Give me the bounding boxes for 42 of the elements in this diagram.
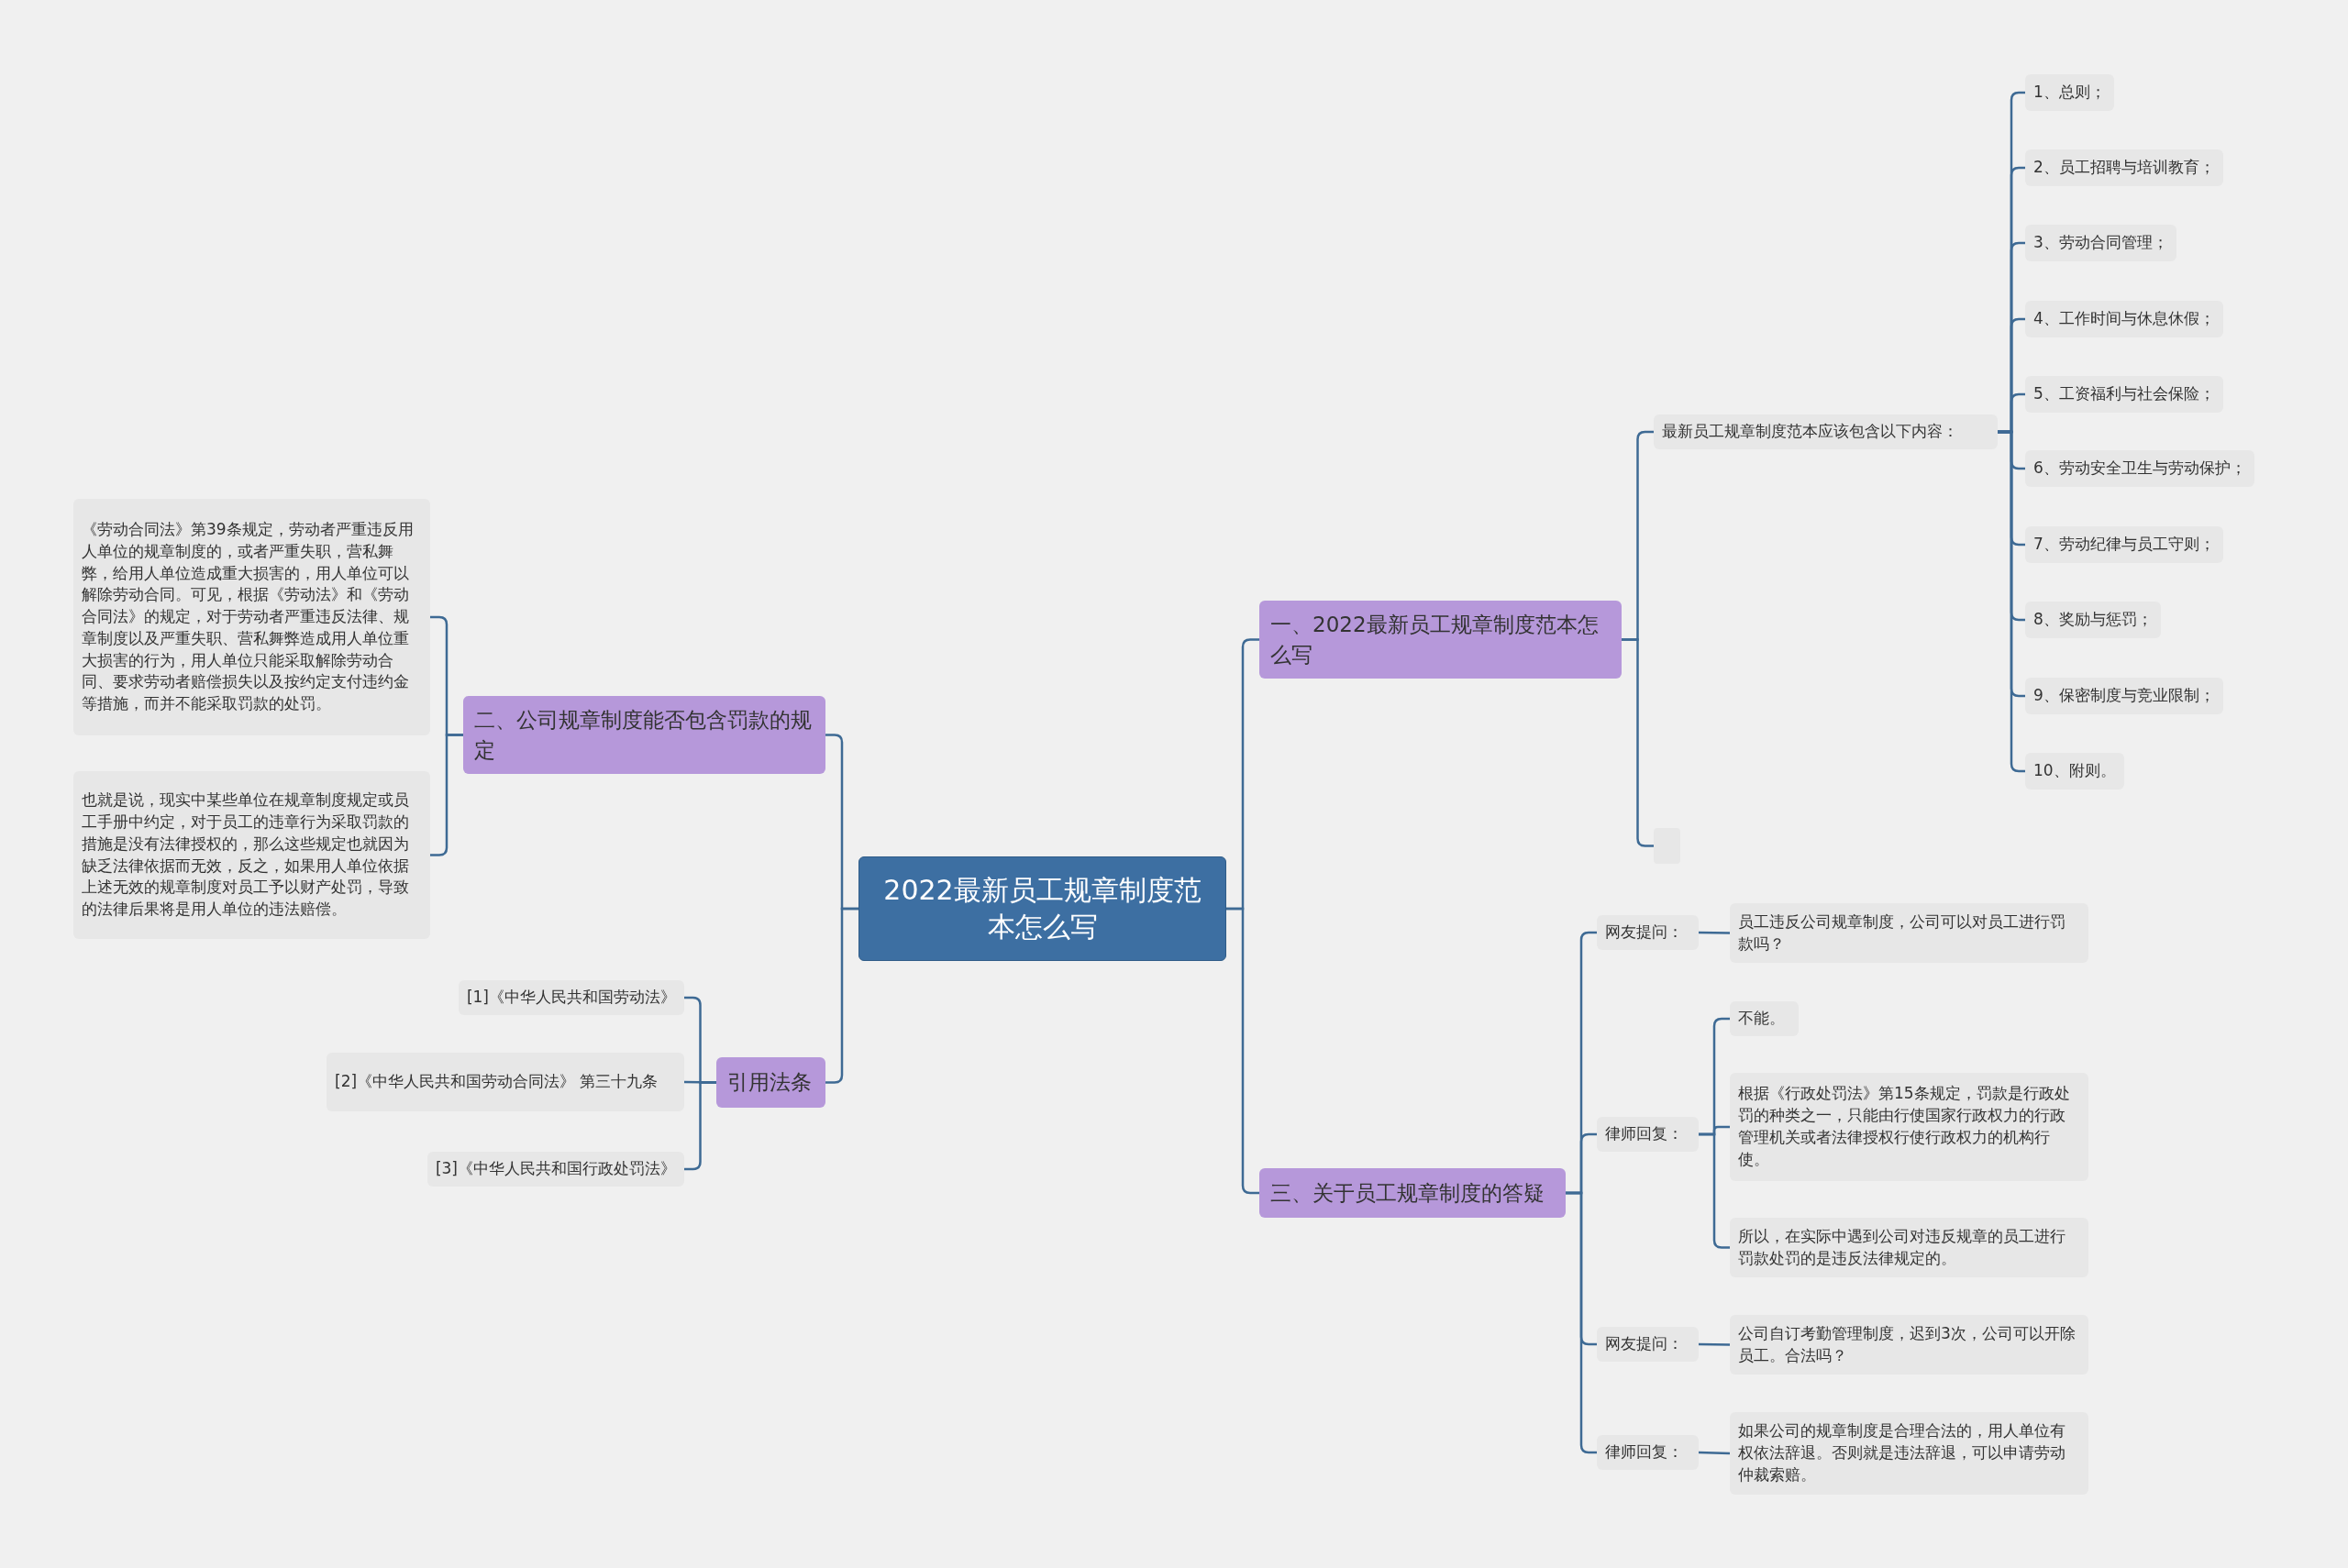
connector-line bbox=[1566, 1191, 1597, 1454]
connector-line bbox=[430, 734, 463, 856]
subtopic: 根据《行政处罚法》第15条规定，罚款是行政处罚的种类之一，只能由行使国家行政权力的行政管理机关或者法律授权行使行政权力的机构行使。 bbox=[1730, 1073, 2088, 1181]
subtopic: 律师回复： bbox=[1597, 1435, 1699, 1470]
subtopic: 如果公司的规章制度是合理合法的，用人单位有权依法辞退。否则就是违法辞退，可以申请劳动仲裁索赔。 bbox=[1730, 1412, 2088, 1495]
subtopic: 员工违反公司规章制度，公司可以对员工进行罚款吗？ bbox=[1730, 903, 2088, 963]
connector-line bbox=[1622, 638, 1654, 847]
branch-topic: 引用法条 bbox=[716, 1057, 825, 1108]
subtopic: 6、劳动安全卫生与劳动保护； bbox=[2025, 450, 2254, 487]
subtopic: [1]《中华人民共和国劳动法》 bbox=[458, 980, 684, 1015]
connector-line bbox=[1698, 1451, 1731, 1455]
subtopic: [3]《中华人民共和国行政处罚法》 bbox=[426, 1152, 684, 1187]
connector-line bbox=[1699, 1132, 1730, 1249]
branch-topic: 三、关于员工规章制度的答疑 bbox=[1259, 1168, 1566, 1218]
branch-topic: 一、2022最新员工规章制度范本怎么写 bbox=[1259, 601, 1622, 679]
connector-line bbox=[825, 907, 858, 1084]
subtopic: 2、员工招聘与培训教育； bbox=[2025, 149, 2223, 186]
connector-line bbox=[1699, 1342, 1730, 1346]
subtopic: 最新员工规章制度范本应该包含以下内容： bbox=[1654, 414, 1998, 449]
subtopic: 网友提问： bbox=[1597, 915, 1699, 950]
subtopic: 律师回复： bbox=[1597, 1117, 1699, 1152]
branch-topic: 二、公司规章制度能否包含罚款的规定 bbox=[463, 696, 825, 774]
empty-subtopic-box bbox=[1654, 828, 1680, 864]
subtopic: 10、附则。 bbox=[2025, 753, 2124, 790]
subtopic: 《劳动合同法》第39条规定，劳动者严重违反用人单位的规章制度的，或者严重失职，营私舞弊，给用人单位造成重大损害的，用人单位可以解除劳动合同。可见，根据《劳动法》和《劳动合同法》的规定，对于劳动者严重违反法律、规章制度以及严重失职、营私舞弊造成用人单位重大损害的行为，用人单位只能采取解除劳动合同、要求劳动者赔偿损失以及按约定支付违约金等措施，而并不能采取罚款的处罚。 bbox=[73, 499, 430, 735]
subtopic: 9、保密制度与竞业限制； bbox=[2025, 678, 2223, 714]
subtopic: 8、奖励与惩罚； bbox=[2025, 602, 2161, 638]
subtopic: 不能。 bbox=[1730, 1001, 1799, 1036]
subtopic: 3、劳动合同管理； bbox=[2025, 225, 2176, 261]
subtopic: 1、总则； bbox=[2025, 74, 2114, 111]
subtopic: 5、工资福利与社会保险； bbox=[2025, 376, 2223, 413]
subtopic: 4、工作时间与休息休假； bbox=[2025, 301, 2223, 337]
subtopic: [2]《中华人民共和国劳动合同法》 第三十九条 bbox=[327, 1053, 684, 1111]
subtopic: 公司自订考勤管理制度，迟到3次，公司可以开除员工。合法吗？ bbox=[1730, 1315, 2088, 1375]
central-topic: 2022最新员工规章制度范本怎么写 bbox=[858, 856, 1226, 961]
connector-line bbox=[684, 1081, 716, 1171]
connector-line bbox=[1226, 907, 1259, 1195]
subtopic: 网友提问： bbox=[1597, 1327, 1699, 1362]
subtopic: 所以，在实际中遇到公司对违反规章的员工进行罚款处罚的是违反法律规定的。 bbox=[1730, 1218, 2088, 1277]
subtopic: 也就是说，现实中某些单位在规章制度规定或员工手册中约定，对于员工的违章行为采取罚款的措施是没有法律授权的，那么这些规定也就因为缺乏法律依据而无效，反之，如果用人单位依据上述无效的规章制度对员工予以财产处罚，导致的法律后果将是用人单位的违法赔偿。 bbox=[73, 771, 430, 939]
connector-line bbox=[1699, 931, 1730, 934]
subtopic: 7、劳动纪律与员工守则； bbox=[2025, 526, 2223, 563]
